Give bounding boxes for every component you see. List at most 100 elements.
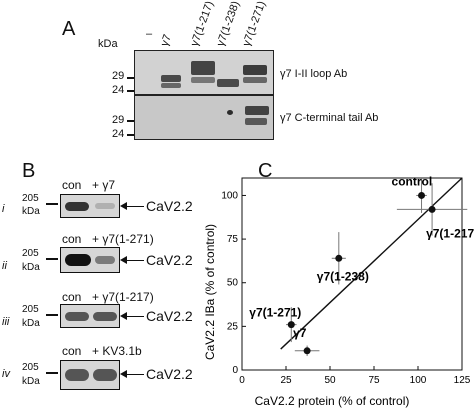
x-tick-label: 100 [410,375,427,386]
blot-i-treatment-label: + γ7 [92,178,116,192]
fit-line [280,177,463,350]
gel-band [161,75,181,82]
blot-iv [60,360,120,390]
gel-band [245,118,267,125]
y-tick-label: 25 [227,321,239,332]
lane-label-g7-1-271: γ7(1-271) [240,0,269,48]
arrow-icon [120,370,127,378]
gel-band [243,77,267,83]
gel-band [191,77,215,83]
arrow-icon [120,202,127,210]
gel-top [134,50,274,95]
blot-iii-target: CaV2.2 [146,308,193,324]
y-axis-label: CaV2.2 IBa (% of control) [203,224,217,360]
arrow-line [124,260,144,261]
blot-i-marker: 205 [22,193,39,204]
point-label: control [392,174,433,188]
blot-i-target: CaV2.2 [146,198,193,214]
blot-ii-con-label: con [62,232,82,246]
gel-band [245,106,269,115]
blot-band [65,254,91,266]
point-label: γ7(1-271) [249,306,301,320]
marker-tick [46,372,58,374]
panel-a-kda-label: kDa [98,38,118,50]
blot-i [60,194,120,218]
data-point [428,205,436,213]
data-point [335,254,343,262]
marker-29-bottom: 29 [112,114,125,126]
blot-band [93,369,117,381]
data-point [418,191,426,199]
lane-label-g7-1-217: γ7(1-217) [188,0,217,48]
x-tick-label: 0 [239,375,245,386]
antibody-top-label: γ7 I-II loop Ab [280,68,348,80]
blot-iii-kda: kDa [22,318,40,329]
y-tick-label: 100 [221,190,238,201]
blot-i-con-label: con [62,178,82,192]
point-label: γ7(1-217) [426,226,474,240]
fit-line-path [280,177,463,350]
blot-ii-treatment-label: + γ7(1-271) [92,232,154,246]
point-label: γ7 [293,326,307,340]
blot-iv-treatment-label: + KV3.1b [92,344,142,358]
gel-band [227,110,233,115]
blot-band [65,202,89,211]
gel-bottom [134,95,274,140]
y-tick-label: 0 [232,365,238,376]
plot-frame [241,177,463,371]
blot-band [95,203,115,209]
blot-band [93,312,117,321]
marker-tick [127,90,134,92]
data-points [286,178,468,357]
blot-ii-marker: 205 [22,248,39,259]
marker-tick [127,134,134,136]
blot-band [65,369,89,381]
blot-iv-con-label: con [62,344,82,358]
blot-iii-marker: 205 [22,304,39,315]
lane-label-control: – [146,28,153,40]
data-point [303,347,311,355]
x-tick-label: 50 [324,375,336,386]
marker-tick [127,120,134,122]
lane-label-g7-1-238: γ7(1-238) [214,0,243,48]
y-tick-label: 75 [227,234,239,245]
panel-c-letter: C [258,160,273,182]
arrow-icon [120,256,127,264]
x-tick-label: 125 [454,375,471,386]
x-tick-label: 25 [280,375,292,386]
x-tick-label: 75 [368,375,380,386]
blot-iii-con-label: con [62,290,82,304]
lane-label-g7: γ7 [158,32,174,48]
marker-tick [127,77,134,79]
blot-iii [60,304,120,328]
marker-24-top: 24 [112,84,125,96]
marker-tick [46,314,58,316]
blot-iv-roman: iv [2,368,10,380]
blot-ii-kda: kDa [22,262,40,273]
blot-band [95,256,115,264]
blot-ii-roman: ii [2,260,7,272]
blot-i-roman: i [2,203,5,215]
marker-24-bottom: 24 [112,128,125,140]
panel-b-letter: B [22,160,36,182]
marker-tick [46,258,58,260]
gel-band [217,79,239,87]
blot-iv-kda: kDa [22,376,40,387]
blot-iii-treatment-label: + γ7(1-217) [92,290,154,304]
blot-iv-target: CaV2.2 [146,366,193,382]
blot-ii-target: CaV2.2 [146,252,193,268]
antibody-bottom-label: γ7 C-terminal tail Ab [280,112,379,124]
blot-i-kda: kDa [22,206,40,217]
blot-iv-marker: 205 [22,362,39,373]
arrow-line [124,316,144,317]
data-point [287,321,295,329]
x-axis-label: CaV2.2 protein (% of control) [255,394,410,408]
blot-iii-roman: iii [2,316,10,328]
gel-band [191,61,215,75]
arrow-icon [120,312,127,320]
blot-band [65,312,89,321]
blot-ii [60,247,120,273]
